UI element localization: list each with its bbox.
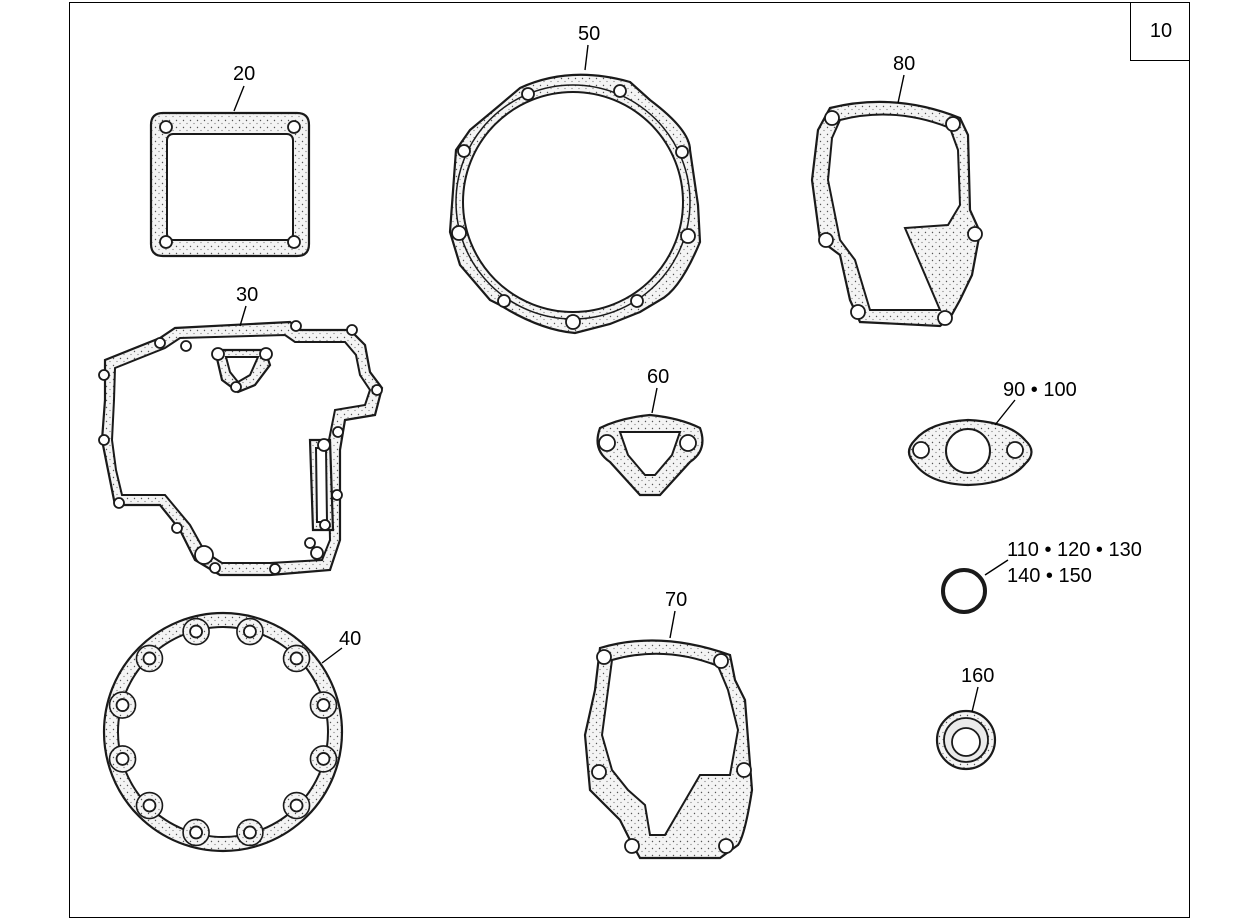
callout-60: 60 (647, 366, 669, 388)
bolt-hole (316, 698, 331, 712)
callout-80: 80 (893, 53, 915, 75)
callout-140-150: 140 • 150 (1007, 565, 1092, 587)
callout-50: 50 (578, 23, 600, 45)
callout-90-100: 90 • 100 (1003, 379, 1077, 401)
bolt-hole (243, 624, 257, 639)
callout-110-130: 110 • 120 • 130 (1007, 539, 1142, 561)
gasket-80: 80 (810, 53, 983, 328)
bolt-hole (115, 698, 130, 712)
callout-30: 30 (236, 284, 258, 306)
gasket-60: 60 (596, 366, 704, 497)
gasket-40: 40 (102, 611, 361, 853)
bolt-hole (189, 624, 203, 639)
bolt-hole (289, 798, 304, 813)
bolt-hole (115, 752, 130, 766)
callout-70: 70 (665, 589, 687, 611)
bolt-hole (243, 825, 257, 840)
callout-160: 160 (961, 665, 994, 687)
gasket-70: 70 (583, 589, 754, 860)
gasket-20: 20 (149, 63, 311, 258)
callout-20: 20 (233, 63, 255, 85)
page-number-box: 10 (1130, 2, 1190, 61)
o-ring-110-150: 110 • 120 • 130 140 • 150 (941, 539, 1142, 614)
bolt-hole (289, 651, 304, 666)
page-number: 10 (1149, 20, 1173, 42)
gasket-90-100: 90 • 100 (907, 379, 1077, 487)
bolt-hole (142, 798, 157, 813)
oil-seal-160: 160 (935, 665, 997, 771)
gasket-50: 50 (448, 23, 702, 335)
bolt-hole (142, 651, 157, 666)
bolt-hole (316, 752, 331, 766)
bolt-hole (189, 825, 203, 840)
callout-40: 40 (339, 628, 361, 650)
gasket-30: 30 (98, 284, 384, 577)
drawing-frame (69, 2, 1190, 918)
